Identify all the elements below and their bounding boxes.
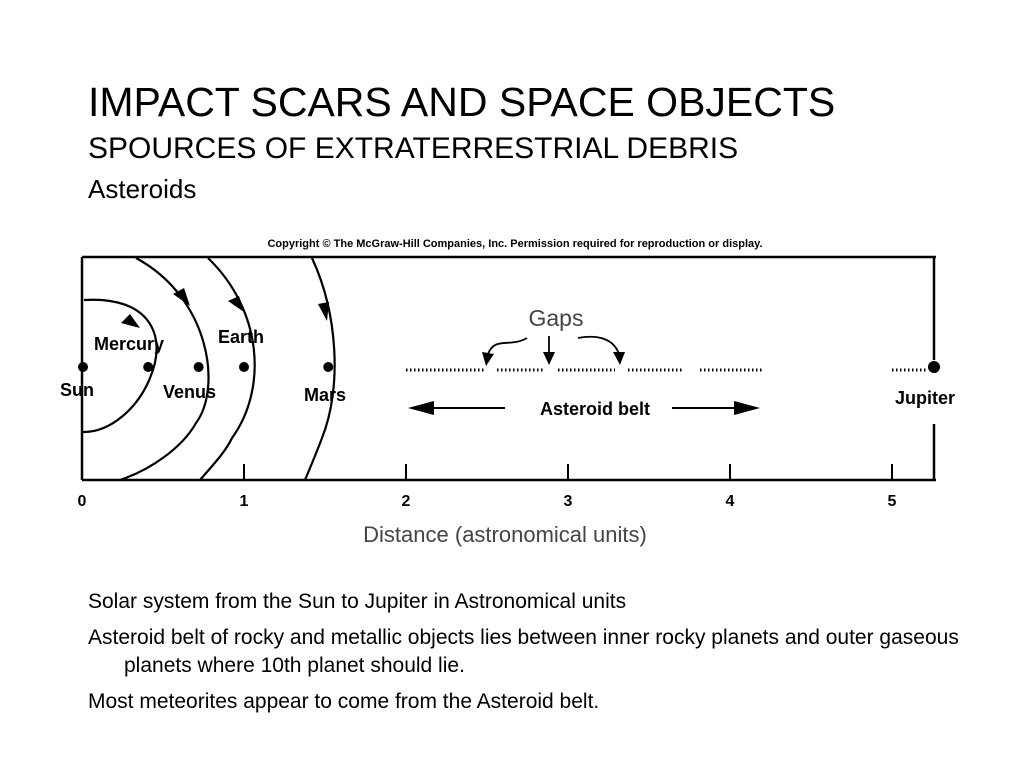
solar-system-diagram: Copyright © The McGraw-Hill Companies, I… (60, 238, 955, 547)
slide-title: IMPACT SCARS AND SPACE OBJECTS (88, 79, 836, 125)
orbit-arrows (121, 288, 329, 328)
planet-mars (323, 362, 334, 372)
slide-subtitle: SPOURCES OF EXTRATERRESTRIAL DEBRIS (88, 132, 739, 165)
gap-arrowhead-right (613, 352, 625, 365)
gap-arrows (487, 335, 620, 355)
axis-label: Distance (astronomical units) (363, 522, 647, 547)
gap-arrowhead-center (543, 352, 555, 365)
planet-label-mars: Mars (304, 385, 346, 405)
planet-label-earth: Earth (218, 327, 264, 347)
gap-arrow-left (487, 337, 528, 355)
bullet-item: Most meteorites appear to come from the … (88, 690, 600, 713)
venus-orbit-arrow (173, 288, 190, 306)
mercury-orbit-arrow (121, 314, 140, 328)
mars-orbit-arrow (318, 302, 329, 321)
belt-arrow-left-head (408, 401, 434, 415)
planet-label-venus: Venus (163, 382, 216, 402)
slide-subsubtitle: Asteroids (88, 174, 197, 204)
tick-label: 0 (78, 493, 87, 510)
bullet-list: Solar system from the Sun to Jupiter in … (88, 588, 968, 724)
orbits (82, 257, 336, 480)
belt-span-arrows (408, 401, 760, 415)
planet-label-sun: Sun (60, 380, 94, 400)
bullet-item: Solar system from the Sun to Jupiter in … (88, 590, 627, 613)
tick-label: 1 (240, 493, 249, 510)
earth-orbit-arrow (228, 296, 244, 312)
axis-ticks: 0 1 2 3 4 5 (78, 464, 897, 510)
asteroid-belt-label: Asteroid belt (540, 399, 650, 419)
gaps-label: Gaps (529, 305, 584, 331)
belt-arrow-right-head (734, 401, 760, 415)
orbit-mars (303, 257, 336, 480)
planet-mercury (143, 362, 154, 372)
tick-label: 3 (564, 493, 573, 510)
bullet-item: Asteroid belt of rocky and metallic obje… (88, 626, 959, 677)
planet-sun (78, 362, 88, 372)
planet-earth (239, 362, 249, 372)
gap-arrowhead-left (482, 352, 494, 366)
tick-label: 5 (888, 493, 897, 510)
planet-venus (193, 362, 204, 372)
planet-jupiter (928, 361, 940, 373)
tick-label: 2 (402, 493, 411, 510)
copyright-notice: Copyright © The McGraw-Hill Companies, I… (267, 238, 762, 250)
tick-label: 4 (726, 493, 735, 510)
planet-label-mercury: Mercury (94, 334, 164, 354)
orbit-mercury (82, 298, 158, 434)
planet-label-jupiter: Jupiter (895, 388, 955, 408)
gap-arrow-right (577, 335, 620, 355)
